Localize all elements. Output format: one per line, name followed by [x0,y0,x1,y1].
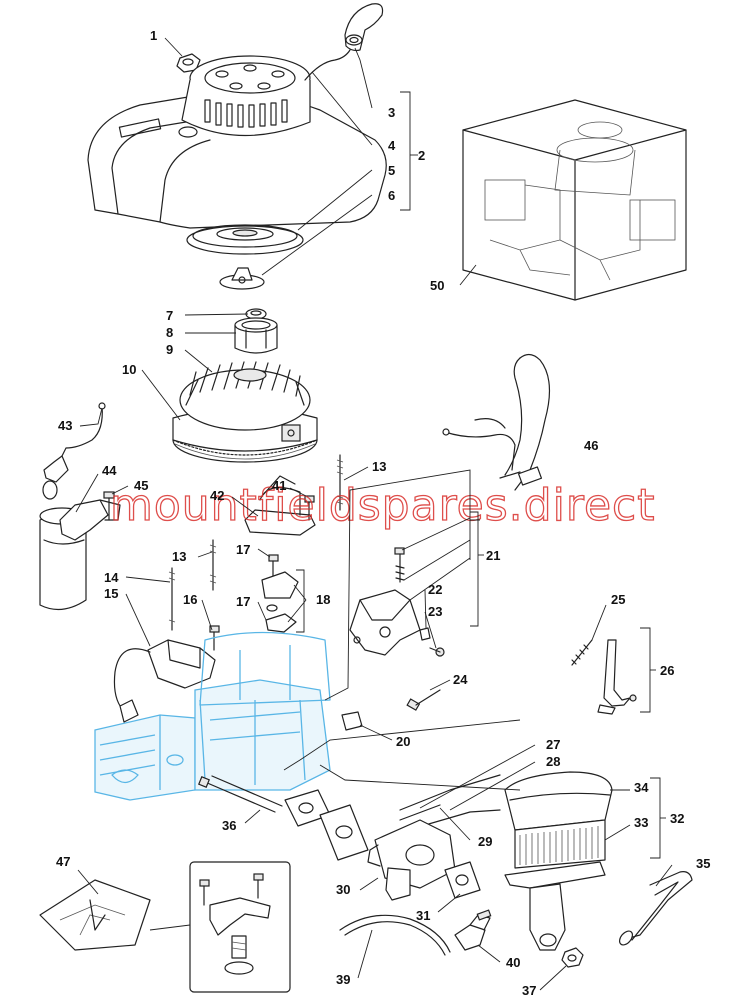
callout-26: 26 [660,663,674,678]
part-36-long-bolts [198,775,283,813]
callout-10: 10 [122,362,136,377]
callout-16: 16 [183,592,197,607]
intake-gaskets [284,789,369,861]
part-18-governor-arm [261,571,299,633]
callout-15: 15 [104,586,118,601]
part-30-carburettor [367,819,456,901]
part-7-washer [245,308,267,320]
part-43-spark-plug-cap [42,402,106,500]
callout-24: 24 [453,672,468,687]
callout-44: 44 [102,463,117,478]
group-brackets [296,91,666,859]
recoil-starter-housing [87,49,387,229]
part-14-stud [168,567,176,631]
callout-25: 25 [611,592,625,607]
part-22-23-screw [419,627,445,657]
part-6-ratchet [219,267,265,290]
callout-41: 41 [272,478,286,493]
part-33-air-filter-element [514,819,606,869]
leader-lines [75,37,673,991]
part-5-starter-pulley [186,224,304,255]
callout-28: 28 [546,754,560,769]
callout-45: 45 [134,478,148,493]
callout-29: 29 [478,834,492,849]
part-50-complete-engine [462,99,687,301]
callout-labels: 1 2 3 4 5 6 7 8 9 10 13 13 14 15 16 17 1… [56,28,710,998]
part-8-starter-cup [234,317,278,354]
callout-46: 46 [584,438,598,453]
callout-8: 8 [166,325,173,340]
callout-21: 21 [486,548,500,563]
callout-40: 40 [506,955,520,970]
part-20-bracket [341,711,363,731]
part-17-bolt [268,554,279,579]
callout-5: 5 [388,163,395,178]
callout-37: 37 [522,983,536,998]
callout-1: 1 [150,28,157,43]
part-3-starter-handle [344,3,384,52]
callout-2: 2 [418,148,425,163]
air-filter-base [504,861,606,951]
callout-27: 27 [546,737,560,752]
callout-30: 30 [336,882,350,897]
callout-4: 4 [388,138,396,153]
callout-3: 3 [388,105,395,120]
part-35-breather-hose [618,871,693,946]
part-40-fuel-valve [454,909,492,951]
part-39-fuel-hose [339,914,451,956]
callout-7: 7 [166,308,173,323]
part-44-starter-motor [39,499,121,611]
part-26-lever [597,639,637,715]
callout-47: 47 [56,854,70,869]
callout-42: 42 [210,488,224,503]
callout-36: 36 [222,818,236,833]
part-46-wiring-harness [442,353,551,491]
callout-20: 20 [396,734,410,749]
callout-34: 34 [634,780,649,795]
inset-leader [149,924,191,931]
callout-13-lower: 13 [172,549,186,564]
watermark-text: mountfieldspares.direct [110,480,655,531]
callout-33: 33 [634,815,648,830]
callout-9: 9 [166,342,173,357]
part-10-flywheel [172,361,318,463]
part-37-nut [561,947,584,968]
part-47-kit-bag [39,879,151,951]
callout-13-upper: 13 [372,459,386,474]
callout-32: 32 [670,811,684,826]
part-13-stud-upper [336,454,344,511]
part-13-stud-lower [209,539,217,591]
part-15-ignition-coil [113,639,216,723]
callout-14: 14 [104,570,119,585]
part-42-bracket [244,475,316,536]
callout-17-lower: 17 [236,594,250,609]
part-41-bolt [304,495,315,521]
callout-39: 39 [336,972,350,987]
callout-23: 23 [428,604,442,619]
part-16-bolt [209,625,220,651]
callout-43: 43 [58,418,72,433]
part-24-bolt [406,689,441,711]
callout-50: 50 [430,278,444,293]
callout-18: 18 [316,592,330,607]
callout-31: 31 [416,908,430,923]
kit-detail-inset [189,861,291,993]
part-31-gasket [444,861,481,899]
callout-6: 6 [388,188,395,203]
callout-17-upper: 17 [236,542,250,557]
callout-35: 35 [696,856,710,871]
part-25-spring [571,639,593,666]
callout-22: 22 [428,582,442,597]
part-21-throttle-bracket [349,547,421,656]
part-45-bolt [103,491,115,521]
